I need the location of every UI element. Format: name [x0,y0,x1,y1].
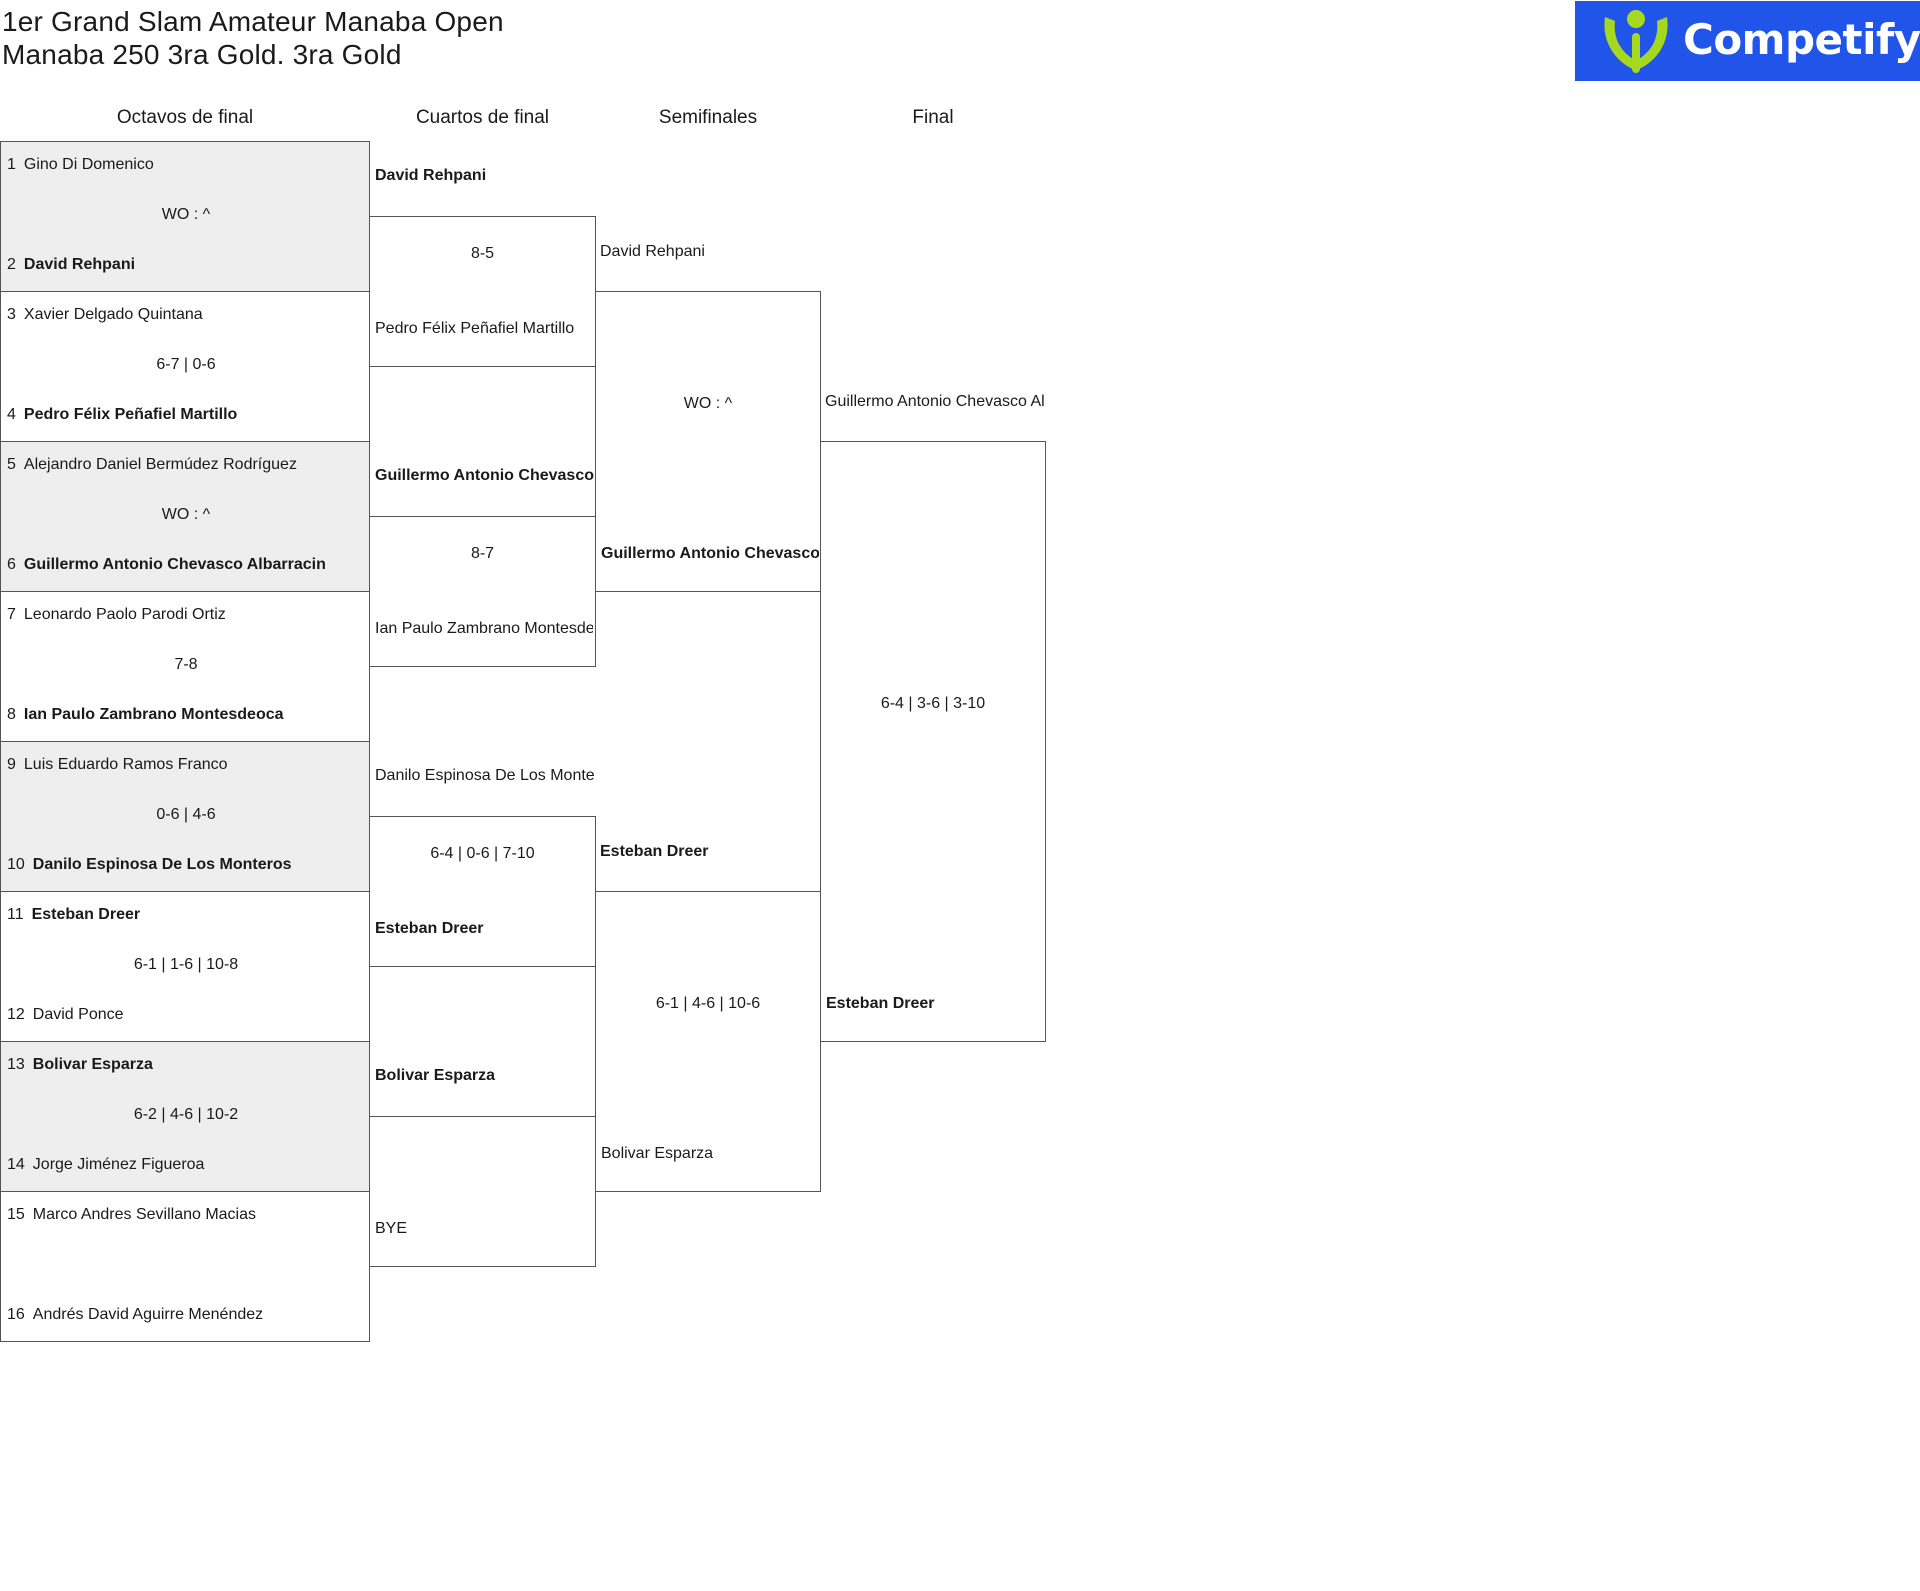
r16-match-2-player-1[interactable]: 3 Xavier Delgado Quintana [7,306,367,324]
r16-match-1[interactable]: 1 Gino Di Domenico WO : ^ 2 David Rehpani [0,141,370,292]
final-match[interactable]: 6-4 | 3-6 | 3-10 Esteban Dreer [820,441,1046,1042]
qf-match-3[interactable]: 6-4 | 0-6 | 7-10 Esteban Dreer [369,816,596,967]
r16-match-2-player-2[interactable]: 4 Pedro Félix Peñafiel Martillo [7,406,367,424]
r16-match-6-player-1[interactable]: 11 Esteban Dreer [7,906,367,924]
seed: 12 [7,1006,25,1023]
seed: 16 [7,1306,25,1323]
r16-match-8-player-2[interactable]: 16 Andrés David Aguirre Menéndez [7,1306,367,1324]
sf-match-2-player-1[interactable]: Esteban Dreer [600,843,709,860]
r16-match-3-player-2[interactable]: 6 Guillermo Antonio Chevasco Albarracin [7,556,367,574]
seed: 14 [7,1156,25,1173]
r16-match-1-score: WO : ^ [161,206,211,223]
sf-match-2-score: 6-1 | 4-6 | 10-6 [655,995,761,1012]
seed: 10 [7,856,25,873]
seed: 15 [7,1206,25,1223]
player-name: Alejandro Daniel Bermúdez Rodríguez [23,456,297,473]
r16-match-6-score: 6-1 | 1-6 | 10-8 [133,956,239,973]
r16-match-4-player-1[interactable]: 7 Leonardo Paolo Parodi Ortiz [7,606,367,624]
r16-match-3-player-1[interactable]: 5 Alejandro Daniel Bermúdez Rodríguez [7,456,367,474]
r16-match-3-score: WO : ^ [161,506,211,523]
competify-logo[interactable]: Competify [1575,1,1920,81]
final-player-2[interactable]: Esteban Dreer [826,995,935,1012]
r16-match-4-player-2[interactable]: 8 Ian Paulo Zambrano Montesdeoca [7,706,367,724]
r16-match-8-player-1[interactable]: 15 Marco Andres Sevillano Macias [7,1206,367,1224]
r16-match-5[interactable]: 9 Luis Eduardo Ramos Franco 0-6 | 4-6 10 D… [0,741,370,892]
player-name: David Ponce [32,1006,124,1023]
r16-match-6-player-2[interactable]: 12 David Ponce [7,1006,367,1024]
r16-match-6[interactable]: 11 Esteban Dreer 6-1 | 1-6 | 10-8 12 David… [0,891,370,1042]
r16-match-3[interactable]: 5 Alejandro Daniel Bermúdez Rodríguez WO … [0,441,370,592]
seed: 8 [7,706,16,723]
r16-match-1-player-1[interactable]: 1 Gino Di Domenico [7,156,367,174]
sf-match-1-score: WO : ^ [683,395,733,412]
tournament-title: 1er Grand Slam Amateur Manaba Open [2,6,504,37]
r16-match-5-score: 0-6 | 4-6 [156,806,216,823]
logo-text: Competify [1683,15,1920,64]
player-name: Luis Eduardo Ramos Franco [23,756,228,773]
final-player-1[interactable]: Guillermo Antonio Chevasco Albarracin [825,393,1045,410]
qf-match-2[interactable]: 8-7 Ian Paulo Zambrano Montesdeoca [369,516,596,667]
category-title: Manaba 250 3ra Gold. 3ra Gold [2,39,402,70]
round-header-final: Final [912,107,954,128]
player-name: Xavier Delgado Quintana [23,306,203,323]
r16-match-5-player-1[interactable]: 9 Luis Eduardo Ramos Franco [7,756,367,774]
qf-match-1-player-2[interactable]: Pedro Félix Peñafiel Martillo [375,320,575,337]
player-name: Esteban Dreer [31,906,141,923]
sf-match-2[interactable]: 6-1 | 4-6 | 10-6 Bolivar Esparza [595,891,821,1192]
seed: 7 [7,606,16,623]
qf-match-3-score: 6-4 | 0-6 | 7-10 [430,845,535,862]
r16-match-5-player-2[interactable]: 10 Danilo Espinosa De Los Monteros [7,856,367,874]
seed: 2 [7,256,16,273]
player-name: Bolivar Esparza [32,1056,153,1073]
r16-match-7-score: 6-2 | 4-6 | 10-2 [133,1106,239,1123]
player-name: Ian Paulo Zambrano Montesdeoca [23,706,284,723]
seed: 6 [7,556,16,573]
seed: 13 [7,1056,25,1073]
seed: 9 [7,756,16,773]
final-score: 6-4 | 3-6 | 3-10 [880,695,986,712]
sf-match-1[interactable]: WO : ^ Guillermo Antonio Chevasco Albarr… [595,291,821,592]
r16-match-7-player-1[interactable]: 13 Bolivar Esparza [7,1056,367,1074]
competify-figure-icon [1604,10,1668,73]
sf-match-2-player-2[interactable]: Bolivar Esparza [601,1145,714,1162]
qf-match-2-score: 8-7 [470,545,495,562]
r16-match-2-score: 6-7 | 0-6 [156,356,216,373]
qf-match-4-player-1[interactable]: Bolivar Esparza [375,1067,496,1084]
player-name: Pedro Félix Peñafiel Martillo [23,406,238,423]
player-name: Leonardo Paolo Parodi Ortiz [23,606,226,623]
r16-match-4-score: 7-8 [174,656,198,673]
qf-match-2-player-2[interactable]: Ian Paulo Zambrano Montesdeoca [375,620,593,637]
seed: 1 [7,156,16,173]
sf-match-1-player-1[interactable]: David Rehpani [600,243,705,260]
player-name: Danilo Espinosa De Los Monteros [32,856,292,873]
r16-match-4[interactable]: 7 Leonardo Paolo Parodi Ortiz 7-8 8 Ian Pa… [0,591,370,742]
qf-match-3-player-1[interactable]: Danilo Espinosa De Los Monteros [375,767,595,784]
player-name: Andrés David Aguirre Menéndez [32,1306,264,1323]
r16-match-7-player-2[interactable]: 14 Jorge Jiménez Figueroa [7,1156,367,1174]
round-header-qf: Cuartos de final [415,107,550,128]
qf-match-3-player-2[interactable]: Esteban Dreer [375,920,484,937]
seed: 3 [7,306,16,323]
r16-match-8[interactable]: 15 Marco Andres Sevillano Macias 16 Andrés… [0,1191,370,1342]
qf-match-1-player-1[interactable]: David Rehpani [375,167,487,184]
qf-match-4[interactable]: BYE [369,1116,596,1267]
round-header-r16: Octavos de final [116,107,254,128]
player-name: Guillermo Antonio Chevasco Albarracin [23,556,326,573]
player-name: Gino Di Domenico [23,156,154,173]
player-name: David Rehpani [23,256,136,273]
seed: 4 [7,406,16,423]
r16-match-7[interactable]: 13 Bolivar Esparza 6-2 | 4-6 | 10-2 14 Jor… [0,1041,370,1192]
round-header-sf: Semifinales [658,107,758,128]
r16-match-2[interactable]: 3 Xavier Delgado Quintana 6-7 | 0-6 4 Pedr… [0,291,370,442]
qf-match-2-player-1[interactable]: Guillermo Antonio Chevasco Albarracin [375,467,595,484]
seed: 11 [7,906,24,923]
sf-match-1-player-2[interactable]: Guillermo Antonio Chevasco Albarracin [601,545,819,562]
player-name: Jorge Jiménez Figueroa [32,1156,205,1173]
player-name: Marco Andres Sevillano Macias [32,1206,257,1223]
qf-match-1[interactable]: 8-5 Pedro Félix Peñafiel Martillo [369,216,596,367]
seed: 5 [7,456,16,473]
qf-match-1-score: 8-5 [470,245,495,262]
qf-match-4-player-2[interactable]: BYE [375,1220,408,1237]
r16-match-1-player-2[interactable]: 2 David Rehpani [7,256,367,274]
